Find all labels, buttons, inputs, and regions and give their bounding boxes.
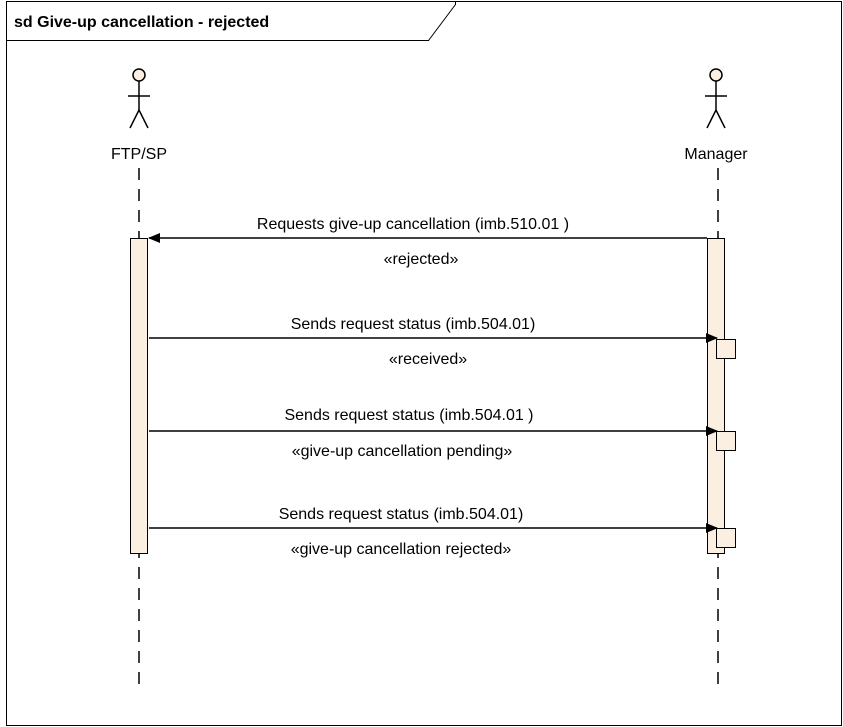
frame-title: sd Give-up cancellation - rejected	[14, 14, 269, 31]
actor-ftp-sp	[128, 68, 150, 129]
frame-title-tab	[6, 1, 456, 41]
lifeline-label-ftp-sp: FTP/SP	[111, 146, 167, 163]
message-label-status-pending: Sends request status (imb.504.01 )	[284, 407, 533, 424]
message-stereotype-rejected: «rejected»	[384, 251, 459, 268]
activation-ftp-sp	[130, 238, 148, 554]
actor-head-icon	[132, 68, 146, 82]
lifeline-label-manager: Manager	[684, 146, 748, 163]
actor-manager	[705, 68, 727, 129]
message-label-request-cancellation: Requests give-up cancellation (imb.510.0…	[257, 216, 569, 233]
activation-manager	[707, 238, 725, 554]
actor-head-icon	[709, 68, 723, 82]
message-stereotype-pending: «give-up cancellation pending»	[292, 443, 513, 460]
message-stereotype-cancellation-rejected: «give-up cancellation rejected»	[291, 541, 512, 558]
message-label-status-received: Sends request status (imb.504.01)	[291, 316, 536, 333]
diagram-frame	[6, 1, 842, 726]
activation-manager-rejected	[716, 528, 736, 548]
activation-manager-received	[716, 339, 736, 359]
message-label-status-rejected: Sends request status (imb.504.01)	[279, 506, 524, 523]
message-stereotype-received: «received»	[389, 351, 467, 368]
activation-manager-pending	[716, 431, 736, 451]
